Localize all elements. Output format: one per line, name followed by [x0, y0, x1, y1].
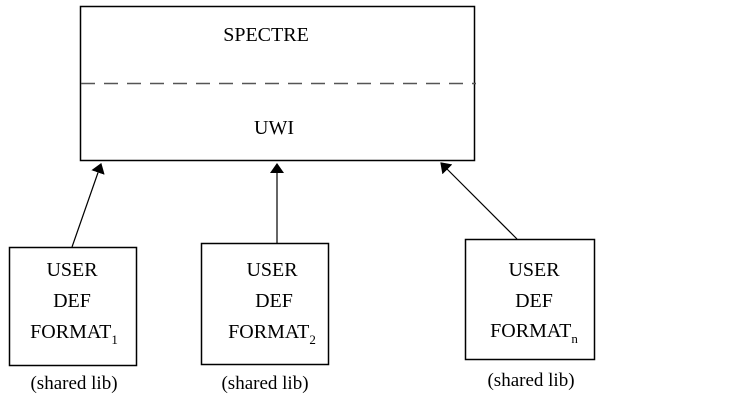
- formatn-line1: USER: [508, 259, 560, 281]
- formatn-line2: DEF: [515, 290, 553, 312]
- formatn-subscript: n: [571, 331, 578, 346]
- format1-line2: DEF: [53, 290, 91, 312]
- uwi-label: UWI: [254, 117, 294, 139]
- format2-caption: (shared lib): [221, 373, 309, 394]
- formatn-format-text: FORMAT: [490, 320, 572, 342]
- format2-line1: USER: [246, 259, 298, 281]
- formatn-line3: FORMATn: [472, 320, 596, 346]
- format2-format-text: FORMAT: [228, 321, 310, 343]
- format1-format-text: FORMAT: [30, 321, 112, 343]
- user-format-box-2: [200, 242, 330, 366]
- format2-line2: DEF: [255, 290, 293, 312]
- format2-line3: FORMAT2: [212, 321, 332, 347]
- formatn-caption: (shared lib): [487, 370, 575, 391]
- format1-line1: USER: [46, 259, 98, 281]
- user-format-box-n: [464, 238, 596, 361]
- user-format-box-1: [8, 246, 138, 367]
- format1-subscript: 1: [111, 332, 118, 347]
- spectre-label: SPECTRE: [223, 24, 309, 46]
- arrow-format1-to-uwi: [71, 163, 105, 248]
- format1-line3: FORMAT1: [12, 321, 136, 347]
- arrow-formatn-to-uwi: [440, 162, 518, 240]
- format1-caption: (shared lib): [30, 373, 118, 394]
- format2-subscript: 2: [309, 332, 316, 347]
